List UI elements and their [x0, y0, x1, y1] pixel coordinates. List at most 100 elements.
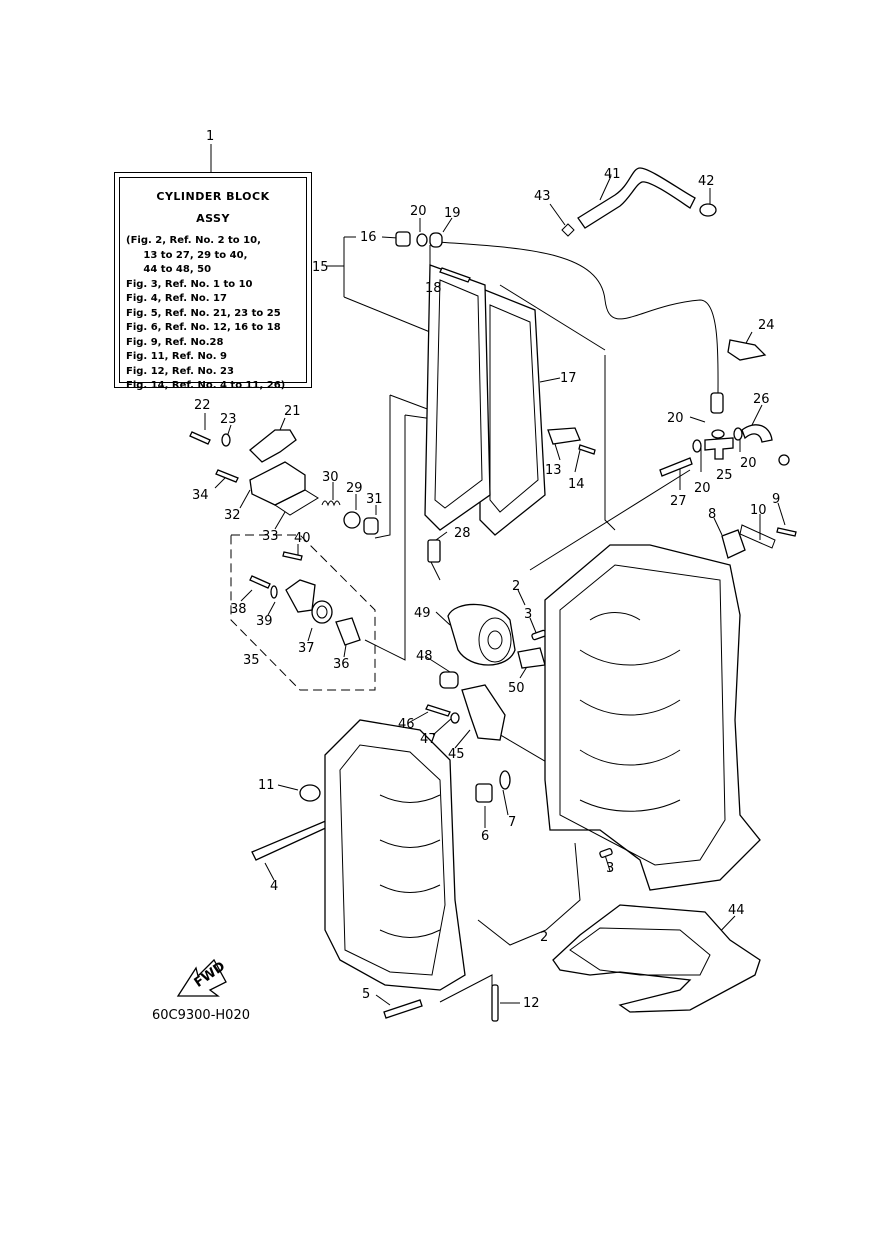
washer-20d — [733, 427, 743, 441]
plate-10 — [739, 524, 776, 549]
callout-6: 6 — [481, 829, 489, 844]
legend-inner-frame: CYLINDER BLOCK ASSY (Fig. 2, Ref. No. 2 … — [119, 177, 307, 391]
callout-30: 30 — [322, 470, 339, 485]
callout-49: 49 — [414, 606, 431, 621]
callout-29: 29 — [346, 481, 363, 496]
clip-42 — [699, 203, 717, 217]
washer-20c — [692, 439, 702, 453]
gasket-7 — [499, 770, 511, 790]
callout-34: 34 — [192, 488, 209, 503]
hose-19-end — [710, 392, 724, 414]
clip-43 — [561, 223, 575, 237]
legend-line: Fig. 3, Ref. No. 1 to 10 — [126, 278, 253, 290]
washer-20 — [416, 233, 428, 247]
callout-18: 18 — [425, 281, 442, 296]
assembly-legend: CYLINDER BLOCK ASSY (Fig. 2, Ref. No. 2 … — [114, 172, 312, 391]
legend-lines: (Fig. 2, Ref. No. 2 to 10, 13 to 27, 29 … — [120, 234, 306, 394]
legend-line: 13 to 27, 29 to 40, — [126, 249, 248, 261]
callout-43: 43 — [534, 189, 551, 204]
holder-31 — [363, 517, 379, 535]
callout-3: 3 — [524, 607, 532, 622]
hook-8 — [721, 529, 746, 559]
callout-12: 12 — [523, 996, 540, 1011]
callout-19: 19 — [444, 206, 461, 221]
callout-47: 47 — [420, 732, 437, 747]
thermostat-29 — [343, 511, 361, 529]
callout-11: 11 — [258, 778, 275, 793]
callout-31: 31 — [366, 492, 383, 507]
legend-line: Fig. 5, Ref. No. 21, 23 to 25 — [126, 307, 281, 319]
callout-7: 7 — [508, 815, 516, 830]
callout-21: 21 — [284, 404, 301, 419]
callout-5: 5 — [362, 987, 370, 1002]
gasket-plate-15 — [424, 264, 491, 531]
callout-32: 32 — [224, 508, 241, 523]
callout-45: 45 — [448, 747, 465, 762]
callout-24: 24 — [758, 318, 775, 333]
legend-line: 44 to 48, 50 — [126, 264, 212, 275]
legend-line: (Fig. 2, Ref. No. 2 to 10, — [126, 235, 261, 246]
plug-11 — [299, 784, 321, 802]
anode-28 — [427, 539, 441, 563]
cylinder-block — [544, 544, 761, 891]
bracket-21 — [249, 429, 297, 463]
long-bolt-4 — [251, 819, 331, 861]
washer-47 — [450, 712, 460, 724]
legend-line: Fig. 14, Ref. No. 4 to 11, 26) — [126, 380, 286, 391]
callout-14: 14 — [568, 477, 585, 492]
callout-46: 46 — [398, 717, 415, 732]
callout-26: 26 — [753, 392, 770, 407]
washer-23 — [221, 433, 231, 447]
callout-17: 17 — [560, 371, 577, 386]
callout-20a: 20 — [410, 204, 427, 219]
callout-15: 15 — [312, 260, 329, 275]
callout-3b: 3 — [606, 861, 614, 876]
callout-2b: 2 — [540, 930, 548, 945]
hose-19 — [429, 232, 443, 248]
callout-37: 37 — [298, 641, 315, 656]
fitting-48 — [439, 671, 459, 689]
callout-20d: 20 — [694, 481, 711, 496]
elbow-26 — [741, 424, 773, 443]
callout-22: 22 — [194, 398, 211, 413]
fwd-arrow-icon — [176, 958, 227, 997]
pipe-27 — [659, 457, 693, 477]
pin-3b — [599, 848, 613, 858]
legend-title-line1: CYLINDER BLOCK — [156, 190, 270, 203]
collar-36 — [335, 617, 361, 646]
bolt-34 — [215, 469, 239, 483]
pin-3 — [531, 629, 547, 641]
callout-16: 16 — [360, 230, 377, 245]
thermostat-cover-32 — [249, 461, 306, 506]
clamp-24 — [727, 339, 767, 361]
legend-title-line2: ASSY — [196, 212, 230, 225]
parts — [176, 167, 797, 1022]
gasket-44 — [552, 904, 761, 1013]
callout-labels: 1 2 2 3 3 4 5 6 7 8 9 10 11 12 13 14 15 … — [192, 129, 780, 1011]
spring-30 — [321, 500, 341, 507]
callout-35: 35 — [243, 653, 260, 668]
figure-code: 60C9300-H020 — [152, 1008, 250, 1023]
callout-20c: 20 — [740, 456, 757, 471]
plug-6 — [475, 783, 493, 803]
nut-26 — [778, 454, 790, 466]
bracket-13 — [547, 427, 581, 445]
callout-44: 44 — [728, 903, 745, 918]
callout-42: 42 — [698, 174, 715, 189]
bolt-46 — [425, 704, 451, 717]
callout-20b: 20 — [667, 411, 684, 426]
legend-line: Fig. 6, Ref. No. 12, 16 to 18 — [126, 322, 281, 333]
callout-8: 8 — [708, 507, 716, 522]
callout-1: 1 — [206, 129, 214, 144]
bolt-38 — [249, 575, 271, 589]
bolt-5 — [383, 999, 423, 1019]
callout-4: 4 — [270, 879, 278, 894]
nipple-16 — [395, 231, 411, 247]
callout-2: 2 — [512, 579, 520, 594]
legend-line: Fig. 4, Ref. No. 17 — [126, 293, 227, 304]
bolt-14 — [578, 444, 596, 455]
oil-filter-49 — [447, 603, 516, 666]
callout-38: 38 — [230, 602, 247, 617]
callout-48: 48 — [416, 649, 433, 664]
